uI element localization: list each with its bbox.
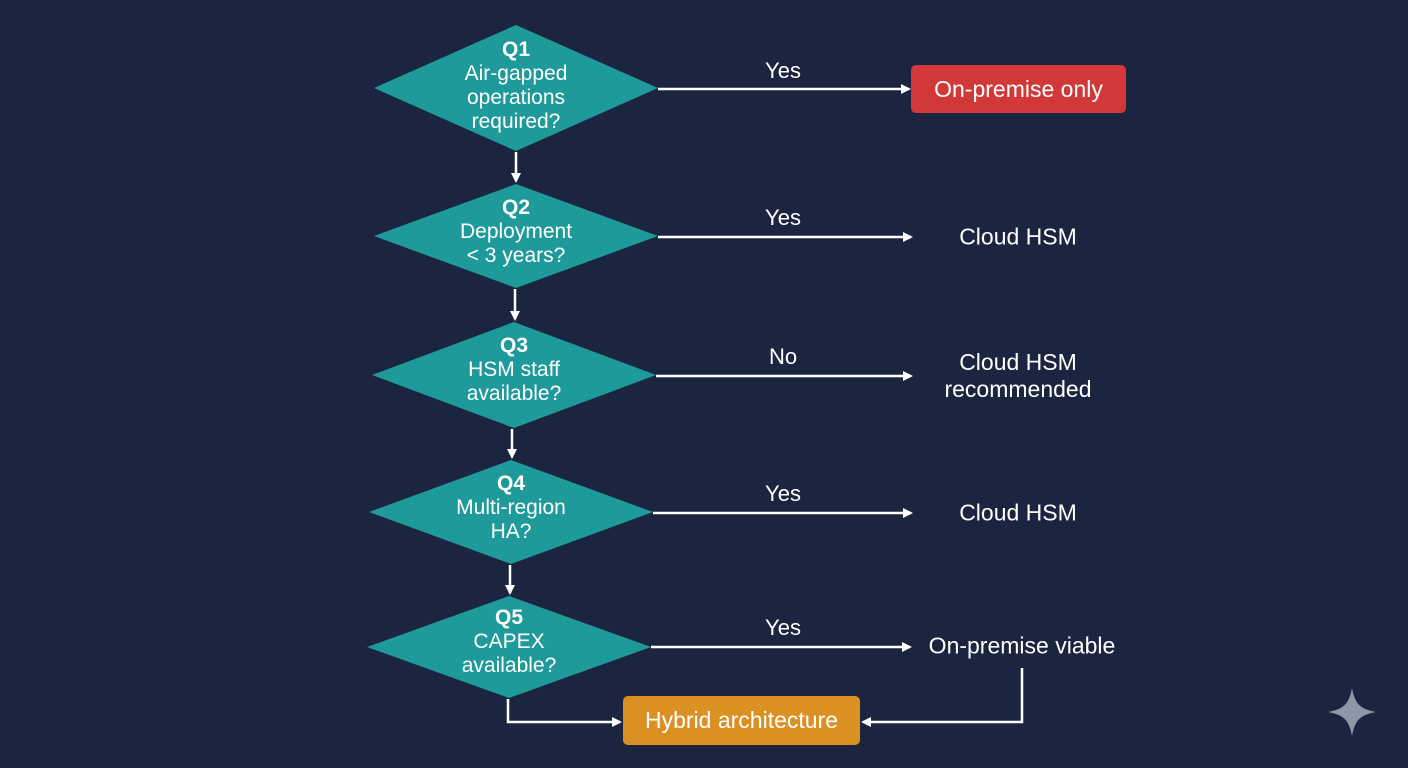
decision-q1-line-3: required?	[471, 110, 561, 133]
edge-label-q5: Yes	[765, 615, 801, 640]
decision-q5-diamond	[367, 596, 651, 698]
decision-q2-line-2: < 3 years?	[466, 244, 566, 267]
decision-q2-text: Q2 Deployment < 3 years?	[460, 196, 572, 268]
edge-label-q3: No	[768, 344, 798, 369]
decision-q3-line-2: available?	[466, 382, 562, 405]
decision-q4-id: Q4	[496, 472, 525, 495]
decision-q1-line-1: Air-gapped	[464, 62, 568, 85]
connector-viable-hybrid	[861, 668, 1024, 727]
decision-q1-line-2: operations	[466, 86, 566, 109]
decision-q5-line-1: CAPEX	[473, 630, 545, 653]
outcome-hybrid-architecture-label: Hybrid architecture	[644, 707, 839, 733]
sparkle-icon	[1328, 688, 1376, 736]
decision-q3-line-1: HSM staff	[468, 358, 560, 381]
outcome-hybrid-architecture: Hybrid architecture	[623, 696, 860, 745]
decision-q2-id: Q2	[501, 196, 530, 219]
decision-q1-diamond	[374, 25, 658, 151]
outcome-cloud-hsm-q2-label: Cloud HSM	[959, 223, 1077, 250]
decision-q4-line-2: HA?	[490, 520, 532, 543]
decision-q1-id: Q1	[501, 38, 531, 61]
decision-q5-line-2: available?	[461, 654, 557, 677]
decision-q2-diamond	[374, 184, 658, 288]
decision-q5-id: Q5	[494, 606, 524, 629]
outcome-cloud-hsm-q4-label: Cloud HSM	[959, 499, 1077, 526]
decision-q5-text: Q5 CAPEX available?	[462, 606, 557, 678]
outcome-on-premise-only: On-premise only	[911, 65, 1126, 113]
connector-q5-hybrid	[506, 699, 622, 727]
decision-q1-text: Q1 Air-gapped operations required?	[465, 38, 568, 134]
decision-q4-diamond	[369, 460, 653, 564]
outcome-cloud-hsm-recommended: Cloud HSM recommended	[944, 349, 1091, 403]
decision-q3-diamond	[372, 322, 656, 428]
edge-label-q2: Yes	[765, 205, 801, 230]
outcome-on-premise-viable-label: On-premise viable	[928, 632, 1116, 659]
decision-q3-id: Q3	[499, 334, 529, 357]
outcome-on-premise-viable: On-premise viable	[929, 633, 1116, 660]
outcome-cloud-hsm-q2: Cloud HSM	[959, 224, 1077, 251]
outcome-cloud-hsm-recommended-line-2: recommended	[944, 376, 1092, 402]
edge-label-q1: Yes	[765, 58, 801, 83]
decision-q3-text: Q3 HSM staff available?	[467, 334, 562, 406]
decision-q2-line-1: Deployment	[459, 220, 573, 243]
decision-q4-text: Q4 Multi-region HA?	[456, 472, 566, 544]
decision-q4-line-1: Multi-region	[456, 496, 566, 519]
outcome-cloud-hsm-recommended-line-1: Cloud HSM	[959, 349, 1077, 375]
outcome-cloud-hsm-q4: Cloud HSM	[959, 500, 1077, 527]
outcome-on-premise-only-label: On-premise only	[934, 75, 1103, 102]
edge-label-q4: Yes	[765, 481, 801, 506]
